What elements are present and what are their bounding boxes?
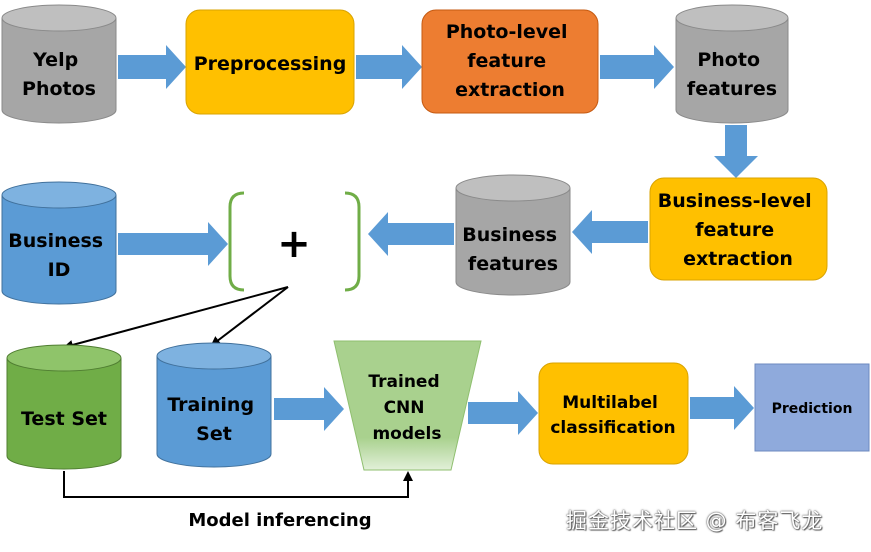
combine-node: +	[228, 191, 361, 292]
arrow-business-features-to-combine	[368, 212, 454, 256]
business-id-label-1: Business	[8, 230, 103, 252]
photo-extraction-box: Photo-level feature extraction	[421, 9, 599, 114]
cnn-label-2: CNN	[384, 398, 425, 418]
business-extraction-label-2: feature	[695, 219, 774, 241]
connector-combine-to-test-set	[63, 286, 289, 350]
photo-features-label-2: features	[687, 78, 777, 100]
svg-text:Multilabel classificatio: Multilabel classification	[550, 393, 675, 438]
multilabel-label-2: classification	[550, 418, 675, 438]
svg-text:Business features: Business features	[462, 224, 564, 275]
right-bracket	[344, 191, 361, 292]
arrow-yelp-to-preprocessing	[118, 45, 186, 89]
arrow-photo-extraction-to-photo-features	[600, 45, 674, 89]
photo-extraction-label-3: extraction	[455, 79, 565, 101]
arrow-cnn-to-multilabel	[468, 391, 538, 435]
arrow-multilabel-to-prediction	[690, 386, 754, 430]
business-features-label-1: Business	[462, 224, 557, 246]
svg-text:Photo-level feature: Photo-level feature extraction	[446, 21, 574, 101]
prediction-box: Prediction	[754, 363, 870, 452]
arrow-photo-features-to-business-extraction	[714, 125, 758, 178]
photo-features-label-1: Photo	[697, 49, 760, 71]
preprocessing-box: Preprocessing	[185, 9, 355, 115]
cnn-label-3: models	[372, 424, 441, 444]
watermark-text: 掘金技术社区 @ 布客飞龙	[566, 509, 824, 533]
business-id-label-2: ID	[48, 259, 71, 281]
cnn-models-trapezoid: Trained CNN models	[333, 340, 482, 471]
model-inferencing-caption: Model inferencing	[188, 510, 372, 531]
svg-text:Test Set: Test Set	[21, 408, 107, 430]
yelp-photos-label-2: Photos	[22, 78, 96, 100]
cnn-label-1: Trained	[368, 372, 439, 392]
arrow-business-id-to-combine	[118, 222, 228, 266]
prediction-label: Prediction	[772, 401, 853, 417]
business-extraction-box: Business-level feature extraction	[649, 177, 828, 281]
business-extraction-label-1: Business-level	[658, 190, 812, 212]
svg-text:Photo features: Photo features	[687, 49, 777, 100]
business-extraction-label-3: extraction	[683, 248, 793, 270]
training-set-label-1: Training	[167, 394, 254, 416]
svg-text:Yelp Photos: Yelp Photos	[22, 49, 96, 100]
plus-symbol: +	[277, 221, 311, 267]
photo-features-cylinder: Photo features	[675, 4, 789, 124]
svg-text:+: +	[277, 221, 311, 267]
test-set-label: Test Set	[21, 408, 107, 430]
inferencing-feedback-line	[63, 471, 413, 498]
business-features-cylinder: Business features	[455, 174, 571, 296]
business-id-cylinder: Business ID	[1, 181, 117, 305]
business-features-label-2: features	[468, 253, 558, 275]
yelp-photos-label-1: Yelp	[32, 49, 78, 71]
preprocessing-label: Preprocessing	[194, 53, 347, 75]
svg-text:Preprocessing: Preprocessing	[194, 53, 347, 75]
yelp-photos-cylinder: Yelp Photos	[1, 4, 117, 124]
svg-text:Business ID: Business ID	[8, 230, 110, 281]
connector-combine-to-training-set	[210, 286, 289, 347]
svg-text:Trained CNN models: Trained CNN models	[368, 372, 445, 444]
arrow-preprocessing-to-photo-extraction	[356, 45, 422, 89]
left-bracket	[228, 191, 245, 292]
svg-text:Prediction: Prediction	[772, 401, 853, 417]
svg-text:Business-level feature: Business-level feature extraction	[658, 190, 819, 270]
multilabel-box: Multilabel classification	[538, 362, 689, 465]
svg-text:Training Set: Training Set	[167, 394, 260, 445]
arrow-business-extraction-to-business-features	[572, 210, 648, 254]
photo-extraction-label-1: Photo-level	[446, 21, 568, 43]
training-set-cylinder: Training Set	[156, 342, 272, 468]
training-set-label-2: Set	[196, 423, 232, 445]
multilabel-label-1: Multilabel	[562, 393, 658, 413]
arrow-training-to-cnn	[274, 387, 344, 431]
photo-extraction-label-2: feature	[467, 50, 546, 72]
test-set-cylinder: Test Set	[6, 344, 122, 470]
